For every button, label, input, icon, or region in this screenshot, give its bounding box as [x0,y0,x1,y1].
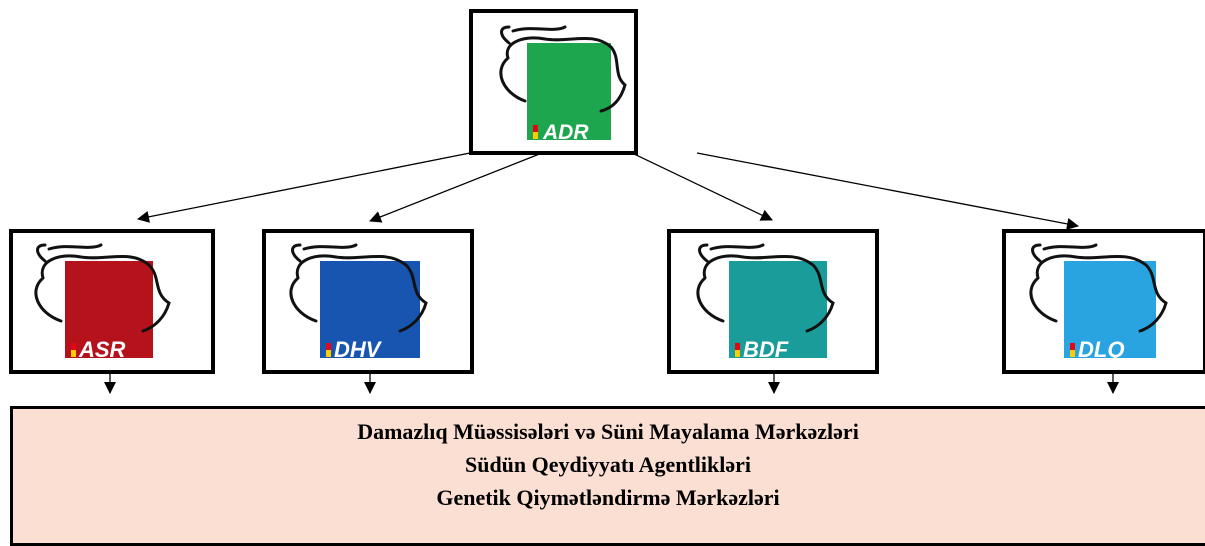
logo-label: DHV [334,337,383,362]
arrow-root-to-asr [137,152,471,223]
cow-head-icon: ADR [499,25,627,144]
root-logo-box: ADR [469,9,638,155]
logo-color-panel [729,261,827,358]
cow-head-icon: ASR [34,243,171,362]
panel-line-genetic-evaluation: Genetik Qiymətləndirmə Mərkəzləri [436,485,780,510]
logo-label: ADR [542,121,589,144]
child-logo-box-dhv: DHV [262,229,474,374]
child-logo-box-bdf: BDF [667,229,879,374]
logo-label: ASR [78,337,126,362]
cow-head-icon: DHV [289,243,428,362]
panel-line-breeding-centers: Damazlıq Müəssisələri və Süni Mayalama M… [357,419,859,444]
child-logo-box-dlq: DLQ [1002,229,1205,374]
logo-color-panel [527,43,611,140]
logo-color-panel [1064,261,1156,358]
cow-head-icon: BDF [696,243,835,362]
logo-label: BDF [743,337,789,362]
panel-line-milk-recording: Südün Qeydiyyatı Agentlikləri [464,452,752,477]
arrow-root-to-bdf [631,152,773,221]
institutions-panel: Damazlıq Müəssisələri və Süni Mayalama M… [10,406,1205,546]
logo-color-panel [320,261,420,358]
child-logo-box-asr: ASR [9,229,215,374]
arrow-root-to-dhv [369,152,543,223]
logo-color-panel [65,261,153,358]
cow-head-icon: DLQ [1029,243,1168,362]
logo-label: DLQ [1078,337,1124,362]
arrow-root-to-dlq [696,152,1079,230]
